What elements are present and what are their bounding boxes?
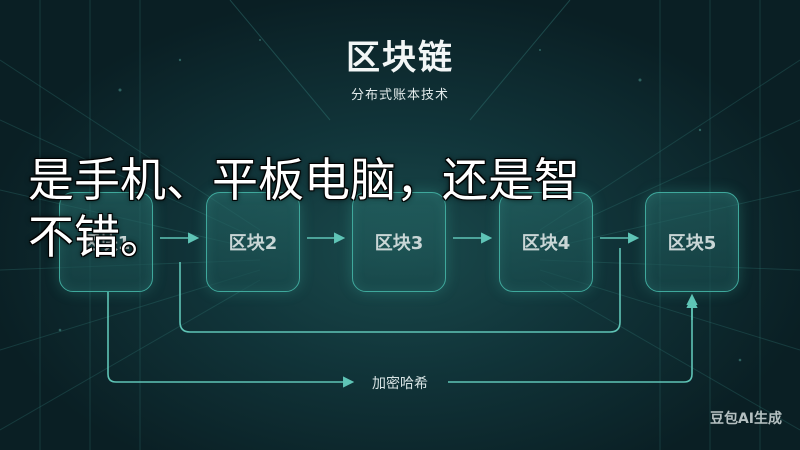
block-label: 区块4 [521,233,571,254]
hash-connector-right [448,293,698,383]
diagram-subtitle: 分布式账本技术 [350,88,449,103]
block-4: 区块4 [499,192,593,292]
block-2: 区块2 [206,192,300,292]
block-5: 区块5 [645,192,739,292]
block-label: 区块5 [667,233,717,254]
hash-connector-left [107,292,355,388]
watermark: 豆包AI生成 [709,411,782,427]
block-label: 区块2 [228,233,278,254]
loop-connector-top [179,248,621,333]
diagram-title: 区块链 [346,38,454,78]
overlay-caption-line-2: 不错。 [28,210,166,264]
hash-label: 加密哈希 [372,376,428,392]
block-3: 区块3 [352,192,446,292]
block-label: 区块1 [81,233,131,254]
block-1: 区块1 [59,192,153,292]
overlay-caption-line-1: 是手机、平板电脑，还是智 [28,153,580,207]
block-label: 区块3 [374,233,424,254]
